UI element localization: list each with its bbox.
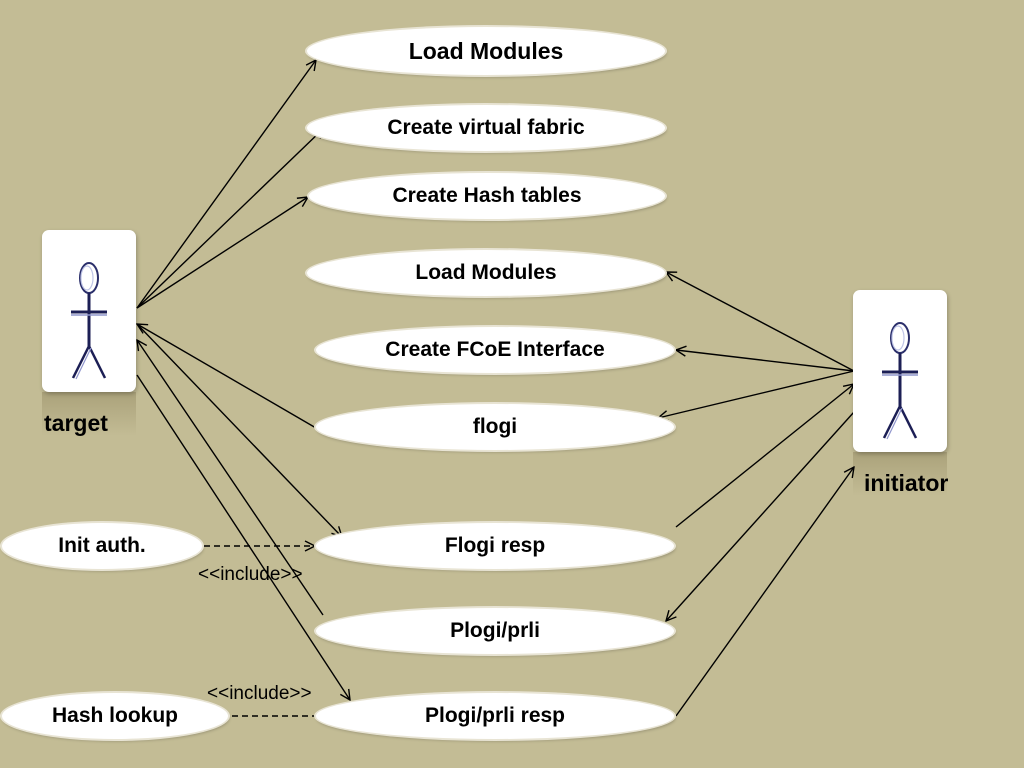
initiator-label: initiator bbox=[864, 470, 949, 496]
assoc-target-flogi-resp bbox=[136, 323, 342, 537]
assoc-plogi-prli-resp-initiator bbox=[675, 467, 854, 717]
target-actor[interactable] bbox=[42, 230, 136, 392]
use-case-flogi[interactable]: flogi bbox=[316, 404, 674, 450]
use-case-hash-lookup[interactable]: Hash lookup bbox=[2, 693, 228, 739]
target-label: target bbox=[44, 410, 108, 436]
use-case-plogi-prli-resp[interactable]: Plogi/prli resp bbox=[316, 693, 674, 739]
include-label-hash-lookup: <<include>> bbox=[207, 683, 312, 704]
use-case-plogi-prli[interactable]: Plogi/prli bbox=[316, 608, 674, 654]
assoc-target-load-modules bbox=[136, 60, 316, 309]
assoc-initiator-plogi-prli bbox=[666, 411, 855, 621]
stick-figure-icon bbox=[71, 262, 107, 380]
assoc-initiator-load-modules bbox=[666, 272, 855, 372]
assoc-target-create-virtual-fabric bbox=[136, 128, 324, 309]
stick-figure-icon bbox=[882, 322, 918, 440]
use-case-init-auth[interactable]: Init auth. bbox=[2, 523, 202, 569]
assoc-flogi-resp-initiator bbox=[675, 384, 854, 528]
target-shadow bbox=[42, 392, 136, 436]
use-case-flogi-resp[interactable]: Flogi resp bbox=[316, 523, 674, 569]
use-case-create-hash-tables[interactable]: Create Hash tables bbox=[309, 173, 665, 219]
use-case-create-virtual-fabric[interactable]: Create virtual fabric bbox=[307, 105, 665, 151]
assoc-target-create-hash-tables bbox=[136, 197, 308, 309]
initiator-actor[interactable] bbox=[853, 290, 947, 452]
assoc-initiator-flogi bbox=[658, 370, 855, 418]
use-case-load-modules-middle[interactable]: Load Modules bbox=[307, 250, 665, 296]
use-case-create-fcoe-interface[interactable]: Create FCoE Interface bbox=[316, 327, 674, 373]
assoc-initiator-create-fcoe-interface bbox=[676, 350, 855, 372]
include-label-init-auth: <<include>> bbox=[198, 564, 303, 585]
assoc-flogi-target bbox=[137, 324, 317, 429]
initiator-shadow bbox=[853, 452, 947, 496]
assoc-target-plogi-prli-resp bbox=[136, 374, 350, 700]
use-case-load-modules-top[interactable]: Load Modules bbox=[307, 27, 665, 75]
assoc-plogi-prli-target bbox=[137, 340, 324, 616]
